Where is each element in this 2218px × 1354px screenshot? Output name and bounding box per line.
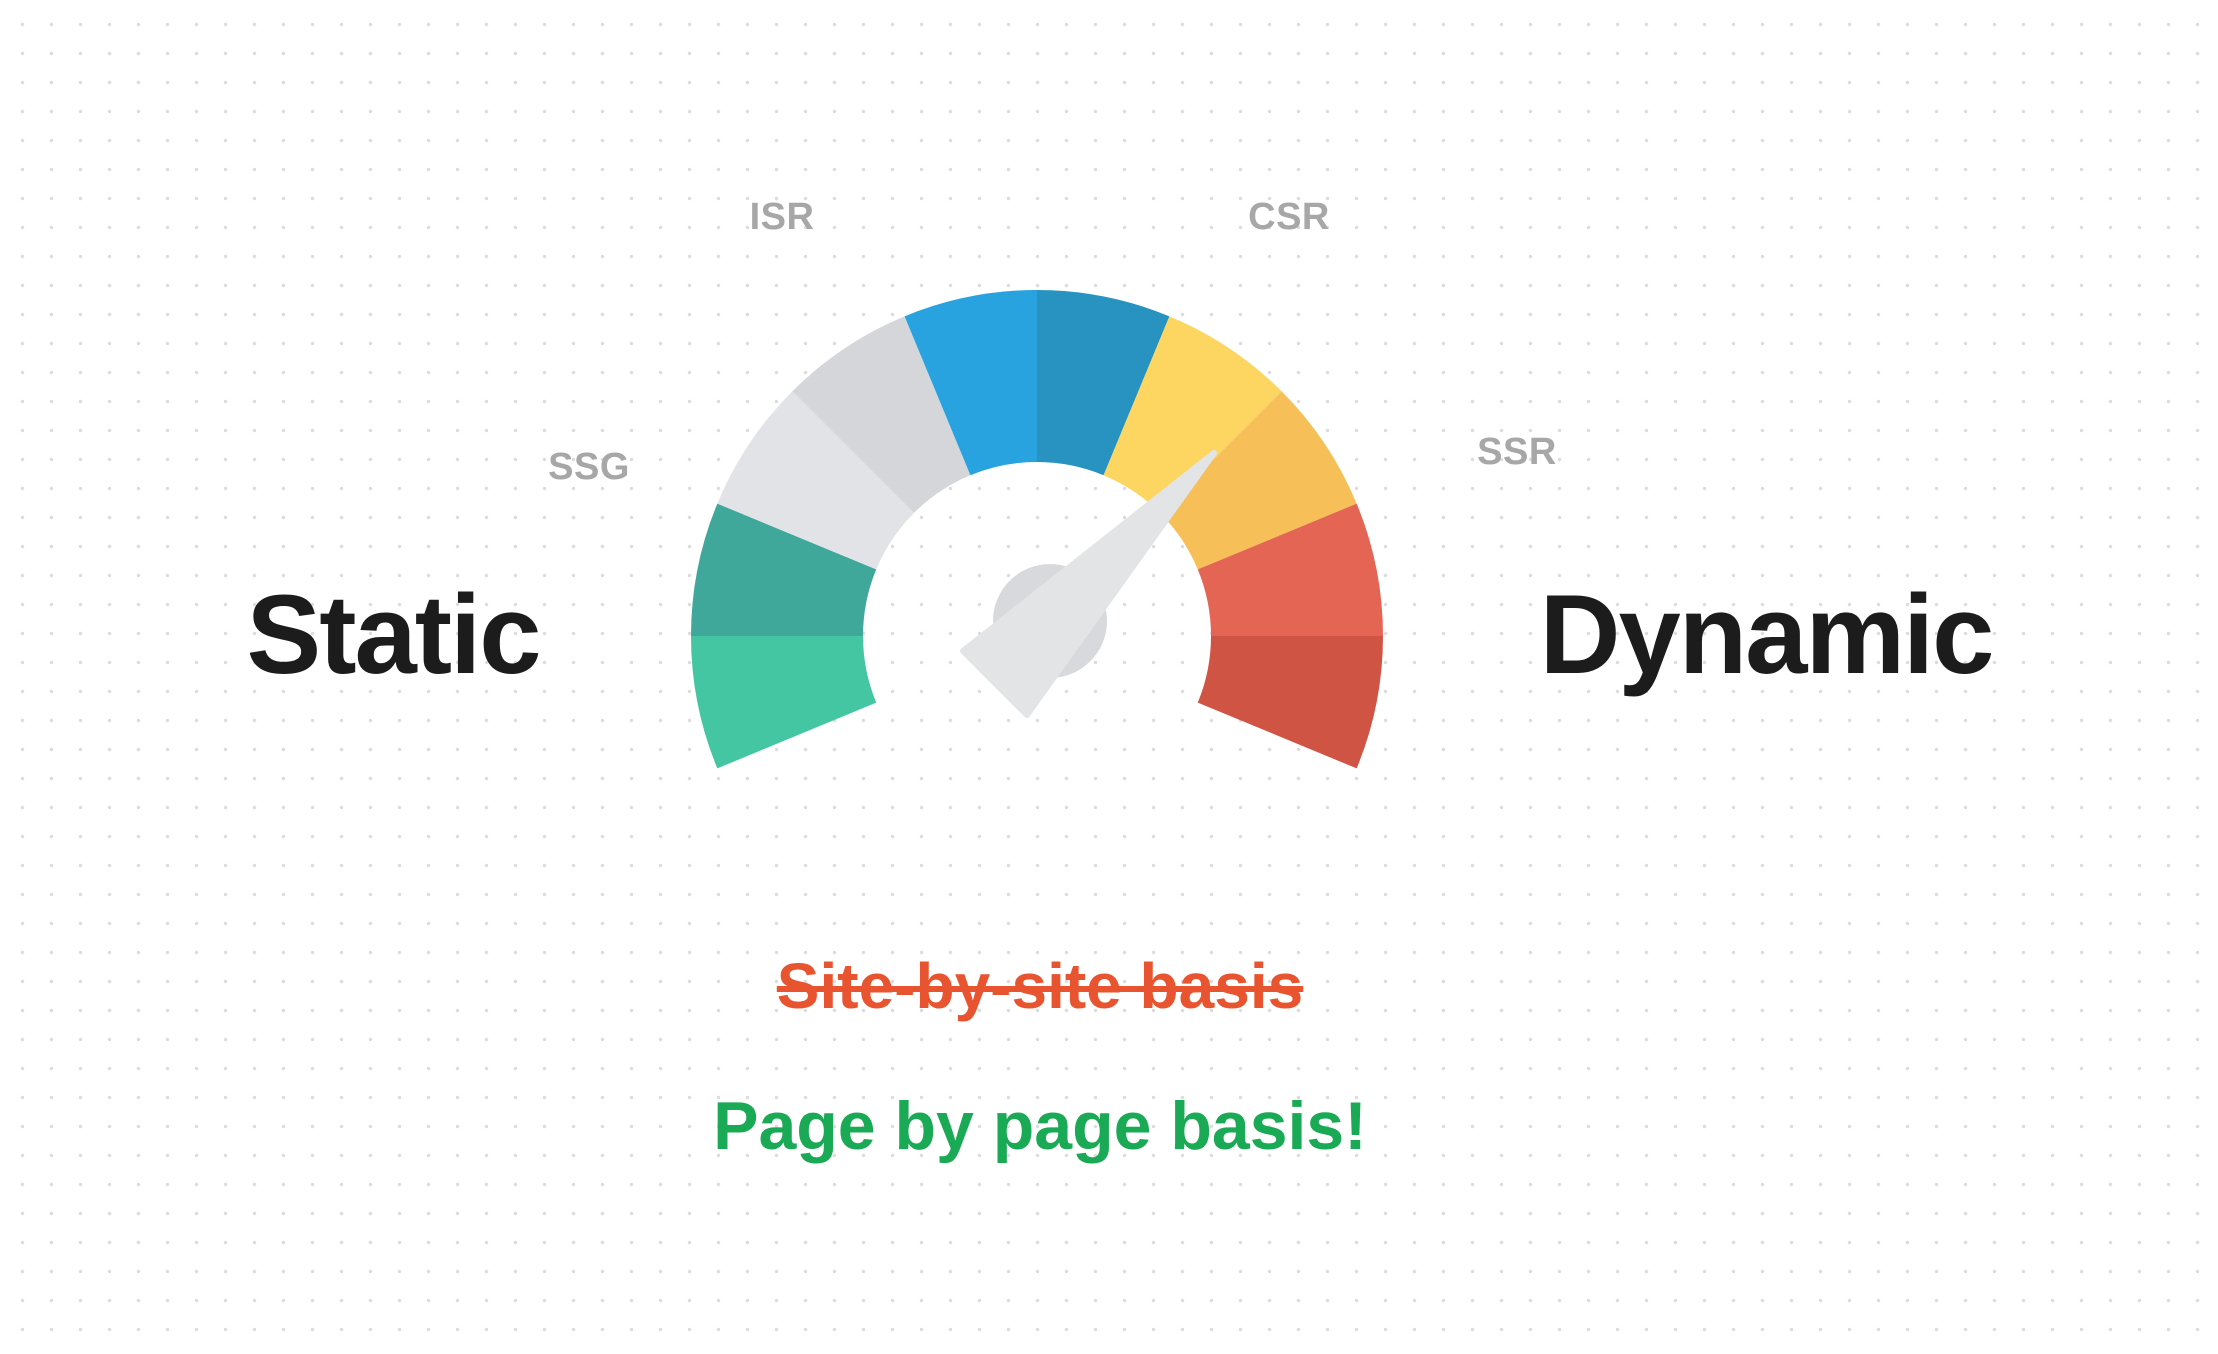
dynamic-label: Dynamic bbox=[1539, 572, 1995, 697]
segment-isr-b bbox=[792, 316, 971, 513]
segment-ssg-a bbox=[691, 636, 877, 769]
isr-label: ISR bbox=[749, 196, 815, 238]
emphasis-caption: Page by page basis! bbox=[713, 1088, 1367, 1164]
segment-mid-b bbox=[1037, 290, 1170, 476]
struck-through-caption: Site-by-site basis bbox=[776, 950, 1304, 1022]
segment-csr-a bbox=[1103, 316, 1282, 513]
segment-isr-a bbox=[717, 391, 914, 570]
segment-ssr-a bbox=[1197, 503, 1383, 636]
segment-ssr-b bbox=[1197, 636, 1383, 769]
gauge-needle bbox=[960, 450, 1217, 718]
segment-mid-a bbox=[904, 290, 1037, 476]
segment-ssg-b bbox=[691, 503, 877, 636]
ssr-label: SSR bbox=[1477, 431, 1557, 473]
ssg-label: SSG bbox=[548, 446, 630, 488]
gauge-segments bbox=[691, 290, 1383, 769]
csr-label: CSR bbox=[1248, 196, 1330, 238]
static-label: Static bbox=[246, 572, 542, 697]
segment-csr-b bbox=[1160, 391, 1357, 570]
